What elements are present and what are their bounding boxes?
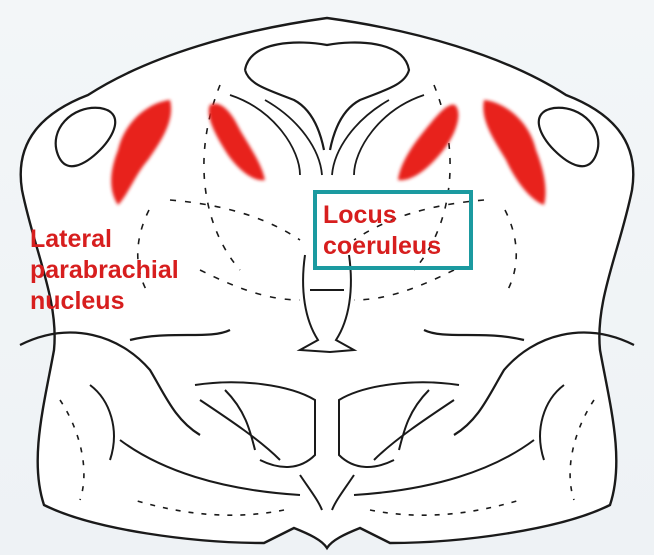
label-line: Lateral (30, 224, 179, 255)
locus-coeruleus-label: Locus coeruleus (323, 200, 441, 262)
label-line: parabrachial (30, 255, 179, 286)
label-line: coeruleus (323, 231, 441, 262)
label-line: Locus (323, 200, 441, 231)
lateral-parabrachial-label: Lateral parabrachial nucleus (30, 224, 179, 317)
label-line: nucleus (30, 286, 179, 317)
locus-coeruleus-highlight-box: Locus coeruleus (313, 190, 473, 270)
